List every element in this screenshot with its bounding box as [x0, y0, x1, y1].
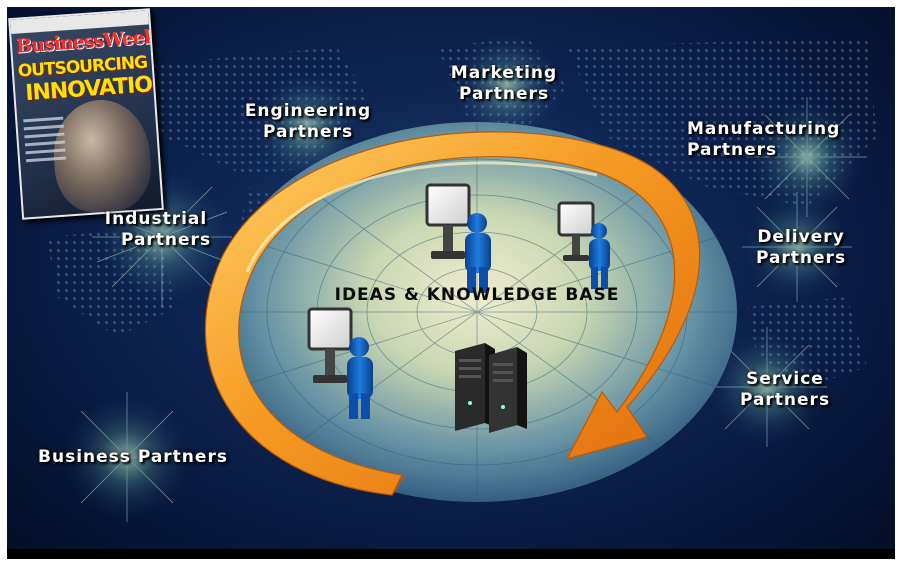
curved-arrow-icon	[204, 131, 701, 496]
ideas-knowledge-base-title: IDEAS & KNOWLEDGE BASE	[334, 285, 620, 305]
magazine-cover-text-lines	[23, 116, 67, 168]
person-icon	[589, 223, 610, 289]
computer-monitor-icon	[557, 201, 595, 261]
magazine-cover: BusinessWeek OUTSOURCING INNOVATION	[8, 8, 164, 220]
computer-monitor-icon	[307, 307, 353, 383]
bottom-bar	[7, 549, 895, 559]
business-partners-label: Business Partners	[38, 447, 228, 467]
person-icon	[465, 213, 491, 293]
workstation-left	[307, 307, 373, 419]
workstation-top-center	[425, 183, 491, 293]
computer-monitor-icon	[425, 183, 471, 259]
person-icon	[347, 337, 373, 419]
world-map-background	[47, 32, 877, 522]
starburst-nodes	[62, 32, 867, 522]
diagram-canvas: BusinessWeek OUTSOURCING INNOVATION Mark…	[7, 7, 895, 559]
workstation-top-right	[557, 201, 610, 289]
server-tower-icon	[455, 343, 527, 433]
